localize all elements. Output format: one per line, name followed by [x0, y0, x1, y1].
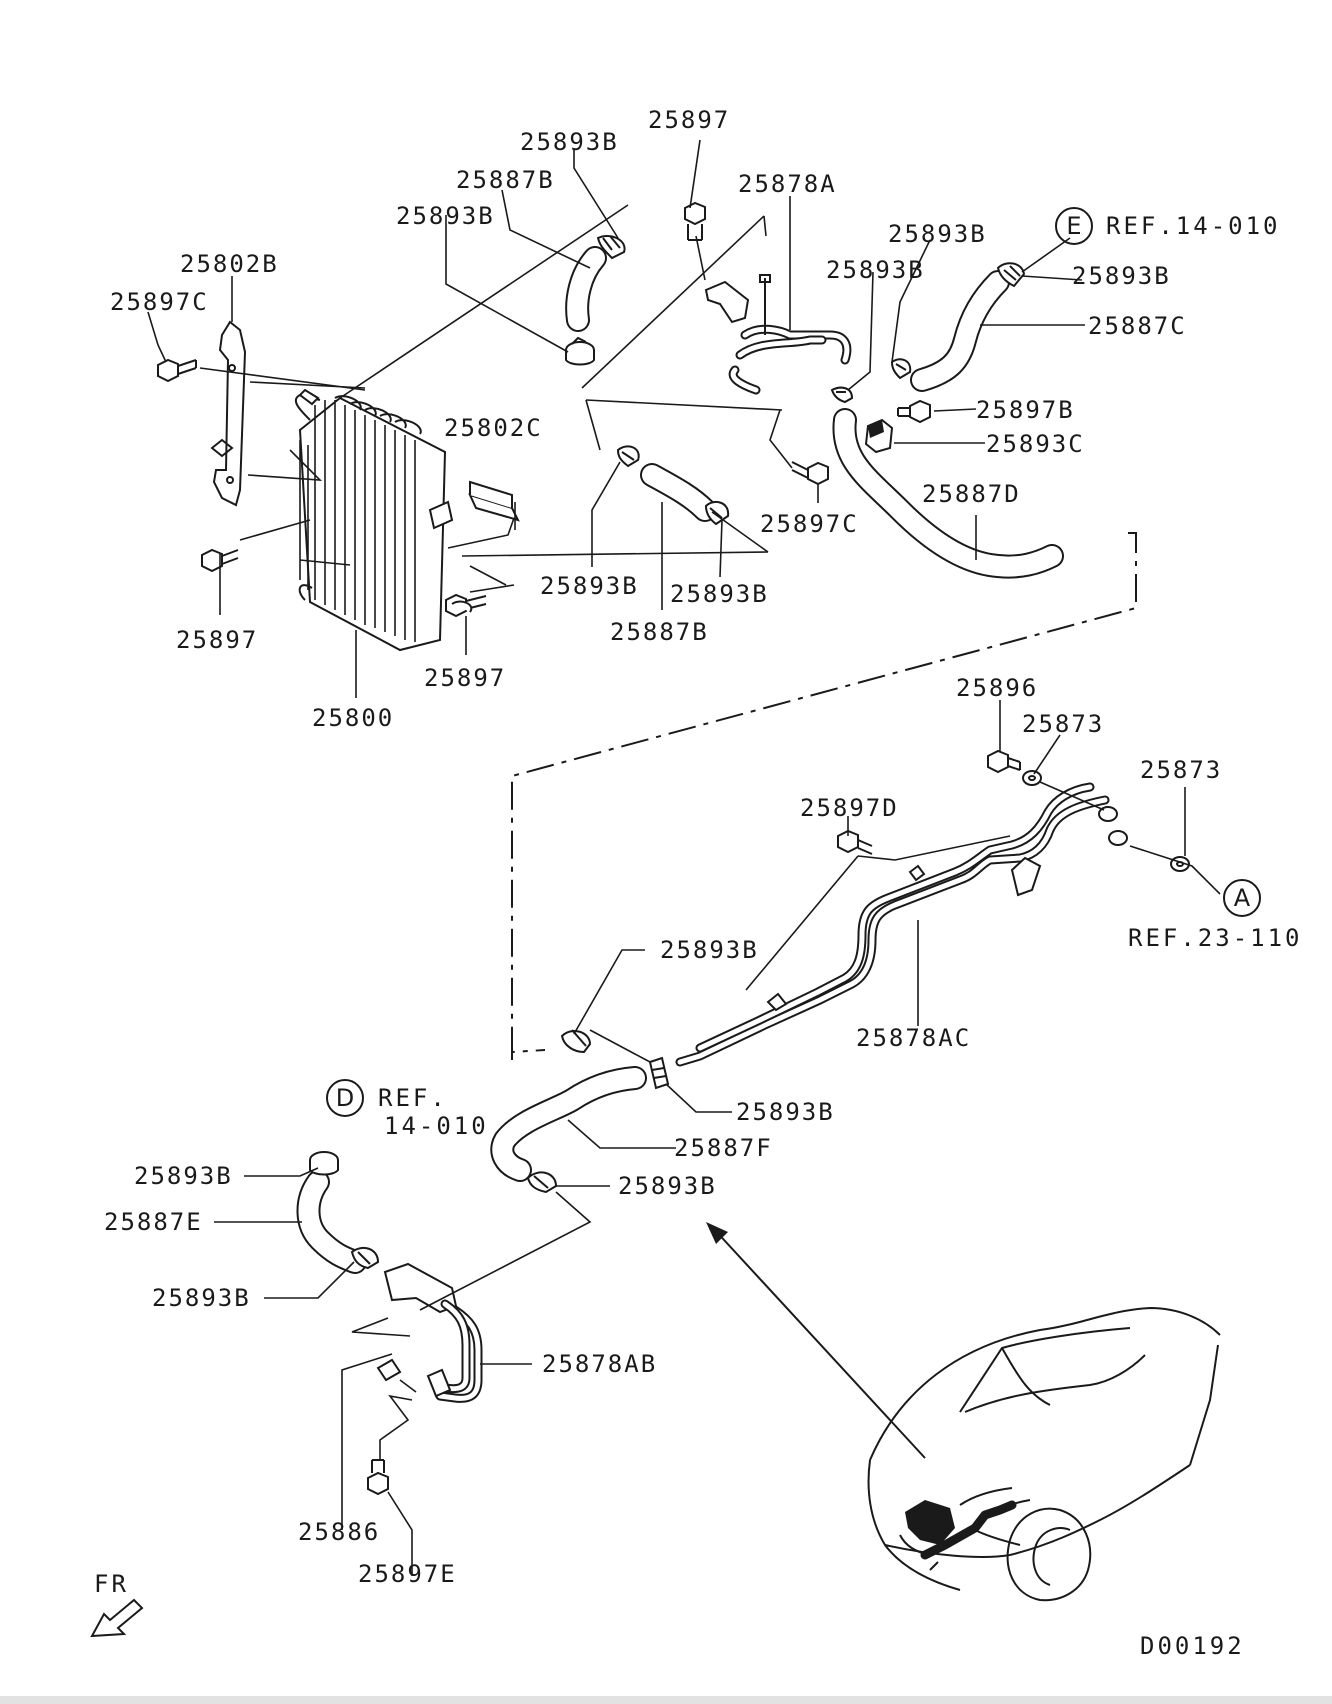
- part-label: 25893B: [396, 202, 495, 230]
- bracket-25802c: [428, 480, 520, 530]
- part-label: 25887E: [104, 1208, 203, 1236]
- part-label: 25893B: [1072, 262, 1171, 290]
- clip-25893c: [864, 418, 894, 454]
- hose-25887d: [832, 408, 1064, 579]
- clamp-25893b-top: [596, 234, 626, 260]
- ref-callout-a: A REF.23-110: [1128, 879, 1303, 952]
- part-label: 25873: [1022, 710, 1104, 738]
- ref-d-text-2: 14-010: [384, 1112, 489, 1140]
- ref-callout-d: D REF. 14-010: [326, 1079, 489, 1140]
- footer-bar: [0, 1696, 1332, 1704]
- part-label: 25878AB: [542, 1350, 657, 1378]
- hose-25887b-top: [565, 246, 607, 332]
- ref-a-text: REF.23-110: [1128, 924, 1303, 952]
- clamp-25893b-mid-left: [616, 445, 640, 468]
- pipe-25878ab: [383, 1262, 483, 1403]
- part-labels: 25897 25893B 25887B 25878A 25893B 25893B…: [104, 106, 1222, 1588]
- vehicle-location-inset: [706, 1222, 1221, 1602]
- clamp-25893b-mid-top: [830, 386, 854, 404]
- clamp-25893b-e: [996, 262, 1026, 288]
- part-label: 25897: [424, 664, 506, 692]
- clamp-25893b-d: [309, 1151, 339, 1176]
- hose-25887b-mid: [640, 463, 717, 522]
- part-label: 25897D: [800, 794, 899, 822]
- clamp-25893b-e-bottom: [350, 1246, 380, 1270]
- part-label: 25878A: [738, 170, 837, 198]
- part-label: 25897C: [110, 288, 209, 316]
- part-label: 25886: [298, 1518, 380, 1546]
- part-label: 25897: [176, 626, 258, 654]
- part-label: 25897E: [358, 1560, 457, 1588]
- ref-e-letter: E: [1066, 212, 1081, 240]
- bolt-25896: [987, 749, 1021, 774]
- part-label: 25893B: [826, 256, 925, 284]
- part-label: 25800: [312, 704, 394, 732]
- washer-25873-top: [1022, 770, 1042, 786]
- pipe-25878a: [704, 274, 852, 395]
- hose-25887f: [490, 1066, 647, 1182]
- part-label: 25893B: [134, 1162, 233, 1190]
- clamp-25893b-lower-center: [648, 1056, 670, 1090]
- bolt-25897-top: [684, 201, 706, 241]
- part-label: 25893B: [540, 572, 639, 600]
- part-label: 25887D: [922, 480, 1021, 508]
- direction-label: FR: [94, 1570, 129, 1598]
- hose-25887c: [910, 270, 1010, 392]
- part-label: 25893C: [986, 430, 1085, 458]
- oil-cooler: [294, 388, 447, 652]
- ref-d-text-1: REF.: [378, 1084, 448, 1112]
- part-label: 25887B: [610, 618, 709, 646]
- clamp-25893b-lower-f: [526, 1171, 558, 1194]
- part-label: 25878AC: [856, 1024, 971, 1052]
- arrow-down-left-icon: [90, 1598, 144, 1638]
- bolt-25897b: [897, 399, 931, 424]
- part-label: 25802B: [180, 250, 279, 278]
- ref-callout-e: E REF.14-010: [1055, 207, 1281, 245]
- part-label: 25893B: [152, 1284, 251, 1312]
- part-label: 25893B: [618, 1172, 717, 1200]
- bracket-25802b: [210, 320, 247, 507]
- part-label: 25873: [1140, 756, 1222, 784]
- part-label: 25802C: [444, 414, 543, 442]
- ref-d-letter: D: [336, 1084, 354, 1112]
- part-label: 25897C: [760, 510, 859, 538]
- part-label: 25887B: [456, 166, 555, 194]
- part-label: 25887C: [1088, 312, 1187, 340]
- clip-25886: [376, 1358, 402, 1382]
- leader-lines: [147, 139, 1221, 1576]
- clamp-25893b-lower: [565, 336, 595, 366]
- ref-a-letter: A: [1234, 884, 1251, 912]
- ref-e-text: REF.14-010: [1106, 212, 1281, 240]
- bolt-25897d: [837, 829, 873, 855]
- bolt-25897-bottom: [445, 593, 487, 618]
- bolt-25897c-left: [157, 358, 197, 383]
- part-label: 25893B: [736, 1098, 835, 1126]
- bolt-25897-left: [201, 548, 239, 573]
- part-label: 25887F: [674, 1134, 773, 1162]
- hose-25887e: [296, 1170, 367, 1274]
- part-label: 25896: [956, 674, 1038, 702]
- part-label: 25893B: [520, 128, 619, 156]
- clamp-25893b-right: [890, 358, 912, 380]
- bolt-25897c-mid: [791, 461, 829, 486]
- part-label: 25897B: [976, 396, 1075, 424]
- part-label: 25893B: [660, 936, 759, 964]
- clamp-25893b-lower-left: [560, 1029, 592, 1054]
- part-label: 25893B: [670, 580, 769, 608]
- pipe-25878ac: [675, 782, 1128, 1067]
- diagram-id: D00192: [1140, 1632, 1245, 1660]
- part-label: 25893B: [888, 220, 987, 248]
- part-label: 25897: [648, 106, 730, 134]
- boundary-dashed-line: [511, 532, 1137, 1054]
- direction-indicator: FR: [90, 1570, 144, 1638]
- bolt-25897e: [367, 1459, 389, 1496]
